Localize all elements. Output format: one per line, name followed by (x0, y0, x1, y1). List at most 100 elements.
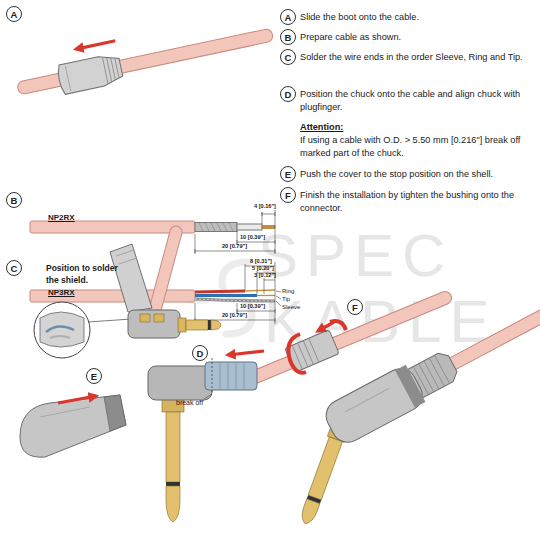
chuck-assembly-part (166, 482, 180, 486)
chuck-assembly-part (228, 351, 264, 355)
dimension-text: 8 [0.31"] (250, 258, 272, 266)
dimension-text: 3 [0.12"] (254, 272, 276, 280)
step-letter: D (285, 89, 292, 100)
dimension-text: 20 [0.79"] (222, 312, 247, 320)
cover (20, 395, 126, 457)
plug-shaft-part (308, 437, 342, 500)
open-connector-part (211, 320, 221, 330)
open-connector-part (154, 314, 164, 322)
np3rx-cable-part (195, 299, 275, 301)
dimension-text: 4 [0.16"] (254, 203, 276, 211)
watermark: SPEC (258, 226, 453, 286)
dimension-text: 10 [0.39"] (240, 303, 265, 311)
open-connector (110, 232, 221, 338)
open-connector-part (155, 232, 176, 310)
boot-on-cable-part (56, 53, 124, 95)
assembled-connector-part (321, 363, 428, 448)
step-letter-circle: C (6, 260, 22, 276)
watermark-logo-part (222, 262, 252, 334)
boot-on-cable-part (65, 66, 70, 91)
open-connector-part (140, 314, 150, 322)
push-arrow (58, 396, 96, 403)
open-connector-part (155, 232, 176, 310)
chuck-assembly-part (204, 394, 212, 399)
step-letter-circle: E (86, 368, 102, 384)
np2rx-cable-part (237, 224, 262, 230)
solder-inset-part (46, 326, 74, 332)
model-name: NP3RX (48, 287, 75, 298)
assembled-connector-part (345, 389, 389, 412)
boot-on-cable (13, 9, 276, 104)
step-letter-circle: F (280, 187, 296, 203)
chuck-assembly-part (220, 363, 244, 389)
solder-inset-part (40, 312, 84, 347)
wire-name: Sleeve (282, 303, 300, 311)
instruction-text: Position the chuck onto the cable and al… (300, 88, 526, 113)
instruction-text: Solder the wire ends in the order Sleeve… (300, 51, 526, 64)
step-letter-circle: C (280, 49, 296, 65)
step-letter-circle: D (192, 345, 208, 361)
dimension-text: 10 [0.39"] (240, 234, 265, 242)
step-letter: E (91, 371, 97, 382)
np2rx-cable-part (199, 223, 233, 231)
step-letter: F (285, 190, 291, 201)
boot-on-cable-part (76, 41, 115, 49)
open-connector-part (208, 320, 211, 330)
np2rx-cable-part (195, 223, 237, 232)
chuck-assembly-part (205, 362, 257, 390)
boot-on-cable-part (17, 28, 274, 95)
open-connector-part (178, 318, 186, 332)
np2rx-cable (30, 221, 275, 233)
open-connector-part (110, 244, 152, 312)
wire-name: Ring (282, 287, 294, 295)
chuck-assembly-part (166, 412, 180, 482)
instruction-text: Slide the boot onto the cable. (300, 11, 538, 24)
callout-note: break off (176, 398, 203, 408)
cover-part (40, 407, 90, 417)
step-letter-circle: D (280, 86, 296, 102)
np2rx-cable-part (262, 226, 275, 229)
step-letter-circle: E (280, 166, 296, 182)
np3rx-cable-part (195, 291, 245, 292)
dimension-text: 20 [0.79"] (222, 243, 247, 251)
np3rx-cable-part (195, 299, 275, 301)
step-letter: F (352, 302, 358, 313)
solder-inset-part (34, 302, 90, 358)
attention-note: If using a cable with O.D. > 5.50 mm [0.… (300, 134, 535, 159)
open-connector-part (128, 310, 180, 338)
step-letter: A (11, 9, 18, 20)
attention-heading: Attention: (300, 121, 343, 134)
chuck-assembly-part (148, 366, 212, 400)
instruction-text: Prepare cable as shown. (300, 31, 538, 44)
step-letter-circle: A (6, 6, 22, 22)
instruction-text: Finish the installation by tighten the b… (300, 189, 526, 214)
model-name: NP2RX (48, 212, 75, 223)
np3rx-cable-part (195, 294, 257, 297)
step-letter-circle: B (280, 29, 296, 45)
step-letter: D (197, 348, 204, 359)
open-connector-part (116, 250, 137, 264)
solder-inset-part (50, 336, 70, 338)
callout-note: Position to solder the shield. (46, 263, 126, 286)
step-letter: E (285, 169, 291, 180)
step-letter: B (11, 195, 18, 206)
instruction-text: Push the cover to the stop position on t… (300, 168, 540, 181)
step-letter: A (285, 12, 292, 23)
plug-shaft-part (299, 499, 320, 526)
step-letter-circle: A (280, 9, 296, 25)
open-connector-part (186, 320, 208, 330)
wire-name: Tip (282, 295, 290, 303)
step-letter: C (11, 263, 18, 274)
np3rx-cable-part (257, 295, 275, 296)
step-letter: B (285, 32, 292, 43)
assembled-connector (321, 261, 540, 448)
step-letter: C (285, 52, 292, 63)
step-letter-circle: F (347, 299, 363, 315)
chuck-assembly-part (212, 358, 213, 394)
assembled-connector-part (395, 365, 425, 408)
dimension-text: 5 [0.20"] (252, 265, 274, 273)
cover-part (20, 395, 126, 457)
dimension-lines-part (245, 266, 275, 280)
dimension-lines-part (262, 212, 275, 216)
